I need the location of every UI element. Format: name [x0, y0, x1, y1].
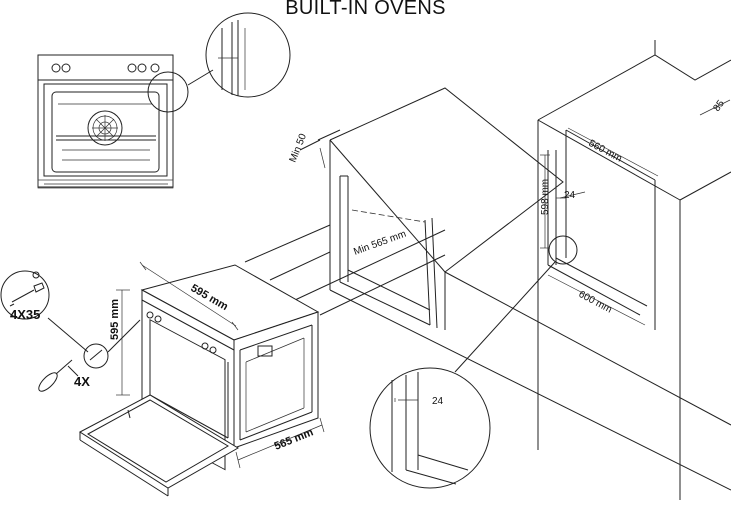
- detail-circle-bottom: [369, 367, 491, 489]
- screw-size-label: 4X35: [10, 307, 40, 322]
- screw-count-label: 4X: [74, 374, 90, 389]
- cabinet-tall: [454, 40, 731, 500]
- dim-560-label: 560 mm: [587, 138, 624, 165]
- oven-dimension-lines: [116, 261, 325, 469]
- min-50-label: Min 50: [288, 132, 310, 164]
- detail-circle-top: [205, 12, 291, 98]
- oven-front-view: [37, 54, 214, 189]
- oven-isometric: [79, 264, 320, 497]
- screw-and-screwdriver: [0, 270, 141, 392]
- dim-85-label: 85: [711, 98, 727, 114]
- cabinet-dimension-lines: [319, 99, 731, 326]
- cabinet-niche: [299, 87, 564, 330]
- floor-lines: [244, 224, 731, 491]
- dim-598-label: 598 mm: [540, 179, 551, 215]
- dim-24-upper-label: 24: [564, 190, 576, 201]
- dim-600-label: 600 mm: [577, 289, 614, 316]
- dimension-labels: Min 50 Min 565 mm 560 mm 598 mm 600 mm 8…: [10, 98, 727, 453]
- min-565-label: Min 565 mm: [352, 229, 407, 258]
- oven-height-label: 595 mm: [109, 299, 121, 340]
- diagram-title: BUILT-IN OVENS: [285, 0, 446, 19]
- dim-24-lower-label: 24: [432, 396, 444, 407]
